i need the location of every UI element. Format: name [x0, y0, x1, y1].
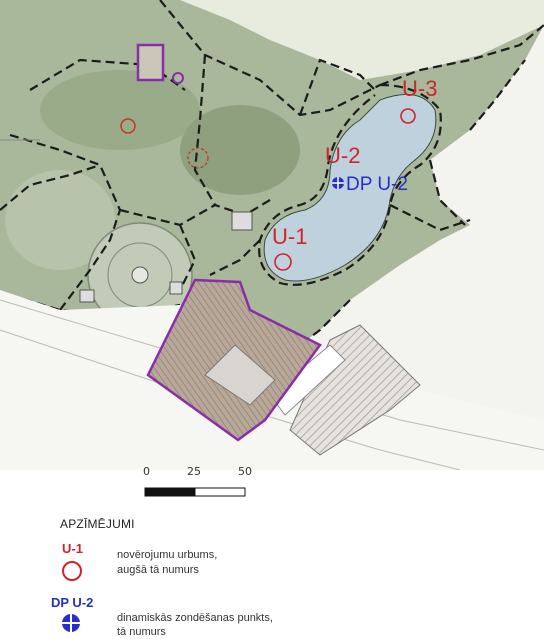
scale-tick-0: 0	[143, 465, 150, 478]
borehole-small-1	[120, 118, 136, 134]
tree-patch-2	[180, 105, 300, 195]
label-u1: U-1	[272, 224, 308, 249]
legend-dp-desc-2: tā numurs	[117, 626, 166, 638]
light-zone-top	[180, 0, 544, 80]
legend-dp-desc-1: dinamiskās zondēšanas punkts,	[117, 612, 273, 624]
building-white	[269, 344, 346, 416]
pond	[263, 93, 437, 282]
legend-u1-desc-2: augšā tā numurs	[117, 564, 199, 576]
borehole-u3	[400, 108, 416, 124]
label-dp-u2: DP U-2	[346, 174, 408, 195]
scale-tick-50: 50	[238, 465, 252, 478]
tree-patch-3	[5, 170, 115, 270]
site-map[interactable]: U-3 U-2 DP U-2 U-1	[0, 0, 544, 470]
borehole-dashed	[187, 147, 209, 169]
legend-u1-label: U-1	[62, 541, 83, 556]
tree-patch-1	[40, 70, 200, 150]
purple-plot-top	[136, 43, 165, 82]
borehole-u1	[274, 253, 292, 271]
label-u3: U-3	[402, 76, 438, 101]
sounding-point-dp-u2	[332, 177, 344, 189]
legend-title: APZĪMĒJUMI	[60, 517, 135, 531]
map-canvas	[0, 0, 544, 470]
purple-marker	[172, 72, 184, 84]
label-u2: U-2	[325, 143, 361, 168]
blue-cross-circle-icon	[62, 614, 80, 632]
scale-tick-25: 25	[187, 465, 201, 478]
red-circle-icon	[62, 561, 82, 581]
legend-u1-desc-1: novērojumu urbums,	[117, 549, 218, 561]
legend-dp-label: DP U-2	[51, 595, 94, 610]
